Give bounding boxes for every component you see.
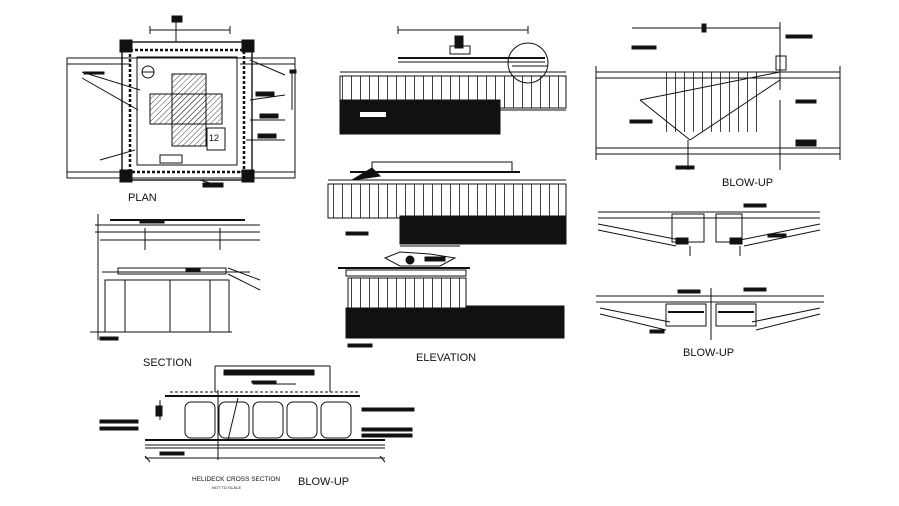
blowup-label-bottom: BLOW-UP [298,476,349,488]
plan-view: 12 [66,15,297,188]
helideck-cross-section [99,365,415,463]
elevation-label: ELEVATION [416,352,476,364]
cross-section-note: NOT TO SCALE [212,485,241,490]
elevation-upper [339,26,567,135]
beam-blowup-upper [597,203,821,256]
beam-blowup-lower [596,287,824,340]
stair-blowup [595,22,841,170]
section-label: SECTION [143,357,192,369]
elevation-middle [327,161,567,245]
blowup-label-mid: BLOW-UP [683,347,734,359]
plan-label: PLAN [128,192,157,204]
svg-text:12: 12 [209,133,219,143]
cross-section-title: HELIDECK CROSS SECTION [192,476,280,483]
blowup-label-top: BLOW-UP [722,177,773,189]
elevation-lower [338,245,565,348]
section-view [90,214,261,341]
